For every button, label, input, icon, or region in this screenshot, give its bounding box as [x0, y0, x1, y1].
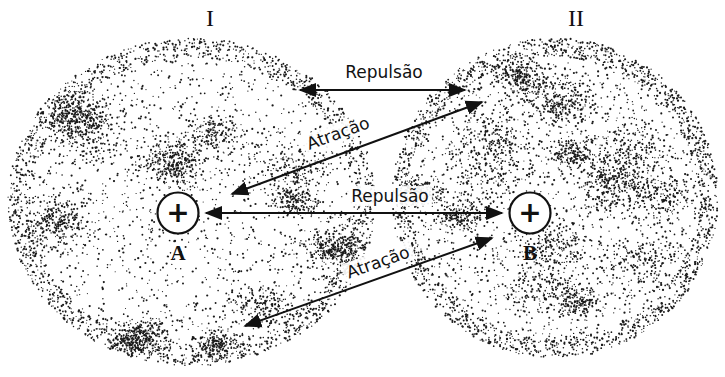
diagram-stage: +A+BIIIRepulsãoAtraçãoAtraçãoRepulsão — [0, 0, 725, 377]
